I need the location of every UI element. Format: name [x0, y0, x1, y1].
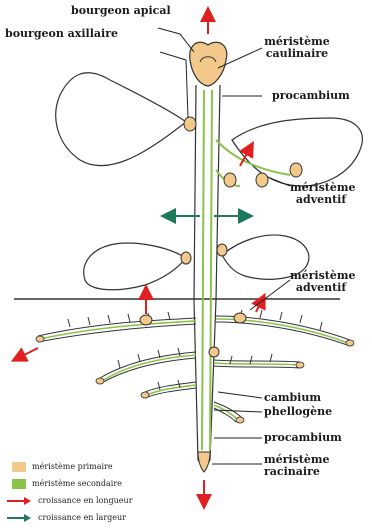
label-meristeme-caulinaire-line2: caulinaire: [262, 48, 332, 60]
axillary-bud-2: [224, 173, 236, 187]
label-meristeme-adventif-1: méristème adventif: [290, 182, 352, 206]
leaf-middle-left: [84, 243, 186, 290]
legend-arrow-length: [6, 496, 32, 506]
adventive-meristem-right: [234, 313, 246, 323]
legend-item-primary: méristème primaire: [6, 458, 176, 475]
legend-item-width: croissance en largeur: [6, 509, 176, 526]
apical-bud: [190, 42, 227, 86]
procambium-strand-left: [202, 90, 204, 450]
legend: méristème primaire méristème secondaire …: [6, 458, 176, 526]
axillary-bud-1: [184, 117, 196, 131]
label-procambium-bottom: procambium: [264, 432, 342, 444]
axillary-bud-3: [256, 173, 268, 187]
legend-swatch-primary: [12, 462, 26, 472]
legend-text-secondary: méristème secondaire: [32, 479, 122, 488]
branch-upper-right: [216, 140, 290, 175]
label-bourgeon-axillaire: bourgeon axillaire: [5, 28, 118, 40]
adventive-meristem-left: [140, 315, 152, 325]
legend-text-length: croissance en longueur: [38, 496, 133, 505]
leaf-upper-left: [56, 73, 186, 166]
label-procambium-top: procambium: [272, 90, 350, 102]
root-apex: [198, 452, 210, 472]
legend-arrow-width: [6, 513, 32, 523]
legend-text-width: croissance en largeur: [38, 513, 126, 522]
stem-outline: [194, 85, 220, 470]
procambium-strand-right: [210, 90, 212, 450]
axillary-bud-4: [290, 163, 302, 177]
label-meristeme-racinaire: méristème racinaire: [264, 454, 330, 478]
legend-text-primary: méristème primaire: [32, 462, 113, 471]
label-meristeme-racinaire-line2: racinaire: [264, 466, 330, 478]
growth-arrow-root-left: [18, 348, 38, 358]
label-bourgeon-apical: bourgeon apical: [71, 5, 171, 17]
axillary-bud-6: [217, 244, 227, 256]
label-phellogene: phellogène: [264, 406, 332, 418]
label-meristeme-adventif-2: méristème adventif: [290, 270, 352, 294]
legend-swatch-secondary: [12, 479, 26, 489]
legend-item-secondary: méristème secondaire: [6, 475, 176, 492]
legend-item-length: croissance en longueur: [6, 492, 176, 509]
axillary-bud-5: [181, 252, 191, 264]
label-meristeme-adventif-1-line2: adventif: [290, 194, 352, 206]
label-meristeme-adventif-2-line2: adventif: [290, 282, 352, 294]
label-meristeme-caulinaire: méristème caulinaire: [262, 36, 332, 60]
label-cambium: cambium: [264, 392, 321, 404]
root-node-bud: [209, 347, 219, 357]
